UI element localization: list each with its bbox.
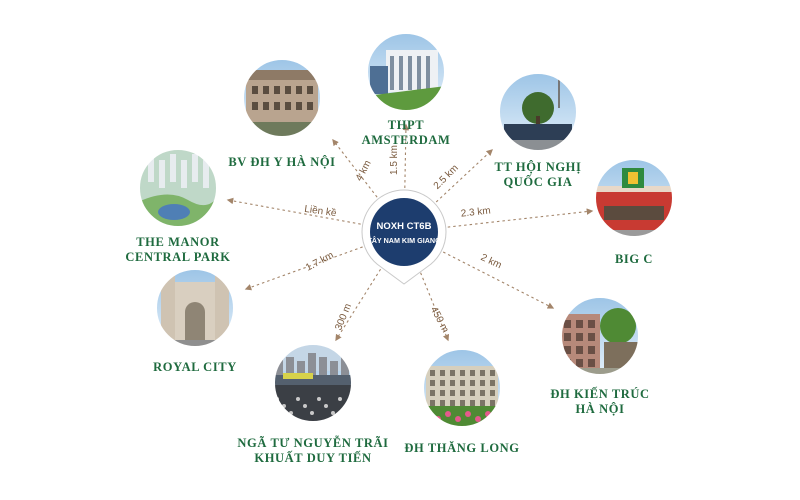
- node-label-line: THPT: [387, 118, 425, 132]
- connector-big-c: [447, 208, 594, 228]
- node-label-line: NGÃ TƯ NGUYỄN TRÃI: [237, 436, 389, 450]
- distance-label: Liền kề: [304, 203, 338, 219]
- campus-photo-icon: [422, 348, 502, 428]
- node-label-line: AMSTERDAM: [361, 133, 451, 147]
- node-label-line: KHUẤT DUY TIẾN: [254, 451, 372, 465]
- distance-label: 1.5 km: [389, 145, 400, 175]
- node-label-line: HÀ NỘI: [575, 402, 625, 416]
- intersection-photo-icon: [273, 343, 353, 423]
- node-label-line: TT HỘI NGHỊ: [494, 160, 582, 174]
- center-title: NOXH CT6B: [377, 221, 432, 232]
- node-label-line: THE MANOR: [136, 235, 220, 249]
- connector-dh-thang-long: [420, 272, 450, 342]
- convention-center-photo-icon: [498, 72, 578, 152]
- node-label-bv-dh-y: BV ĐH Y HÀ NỘI: [192, 155, 372, 170]
- node-label-royal-city: ROYAL CITY: [105, 360, 285, 375]
- center-pin: NOXH CT6B TÂY NAM KIM GIANG: [361, 189, 447, 285]
- university-photo-icon: [560, 296, 640, 376]
- node-label-line: BV ĐH Y HÀ NỘI: [228, 155, 336, 169]
- connector-bv-dh-y: [332, 138, 378, 198]
- node-label-dh-thang-long: ĐH THĂNG LONG: [372, 441, 552, 456]
- distance-label: 2.3 km: [460, 205, 491, 219]
- school-building-photo-icon: [366, 32, 446, 112]
- connector-royal-city: [244, 246, 363, 291]
- node-label-line: ROYAL CITY: [153, 360, 237, 374]
- node-label-line: ĐH THĂNG LONG: [404, 441, 520, 455]
- hospital-building-photo-icon: [242, 58, 322, 138]
- node-label-line: ĐH KIẾN TRÚC: [550, 387, 650, 401]
- connector-tt-hoi-nghi: [435, 149, 493, 203]
- connector-dh-kien-truc: [442, 251, 555, 309]
- node-label-line: CENTRAL PARK: [125, 250, 231, 264]
- distance-label: 2 km: [479, 252, 503, 271]
- distance-label: 1.7 km: [304, 250, 336, 274]
- royal-city-photo-icon: [155, 268, 235, 348]
- node-label-line: BIG C: [614, 252, 654, 266]
- center-pin-disc: [370, 198, 438, 266]
- connector-manor-central-park: [226, 197, 361, 225]
- supermarket-photo-icon: [594, 158, 674, 238]
- center-subtitle: TÂY NAM KIM GIANG: [367, 236, 441, 245]
- distance-label: 450 m: [428, 305, 451, 335]
- manor-park-photo-icon: [138, 148, 218, 228]
- node-label-big-c: BIG C: [544, 252, 724, 267]
- node-label-line: QUỐC GIA: [503, 175, 573, 189]
